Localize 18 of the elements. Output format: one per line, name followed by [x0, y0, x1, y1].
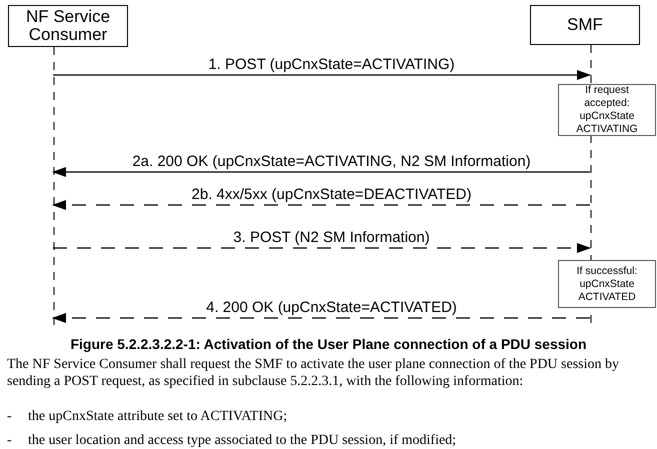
bullet-dash: - — [7, 408, 12, 425]
message-arrow — [52, 313, 590, 323]
bullet-text: the user location and access type associated to the PDU session, if modified; — [28, 432, 456, 449]
body-paragraph: The NF Service Consumer shall request the SMF to activate the user plane connection of the PDU session by sending a POST request, as specified in subclause 5.2.2.3.1, with the following information: — [7, 356, 620, 390]
message-label: 2b. 4xx/5xx (upCnxState=DEACTIVATED) — [190, 187, 472, 203]
message-label: 4. 200 OK (upCnxState=ACTIVATED) — [205, 300, 458, 316]
message-arrow — [52, 167, 590, 177]
bullet-dash: - — [7, 432, 12, 449]
message-arrow — [53, 70, 591, 80]
message-arrow — [52, 200, 590, 210]
message-label: 2a. 200 OK (upCnxState=ACTIVATING, N2 SM Information) — [131, 154, 532, 170]
bullet-text: the upCnxState attribute set to ACTIVATING; — [28, 408, 288, 425]
message-label: 3. POST (N2 SM Information) — [232, 230, 431, 246]
figure-caption: Figure 5.2.2.3.2.2-1: Activation of the User Plane connection of a PDU session — [69, 336, 588, 353]
note-box: If successful: upCnxState ACTIVATED — [558, 260, 656, 308]
note-box: If request accepted: upCnxState ACTIVATING — [558, 84, 656, 136]
message-arrow — [53, 243, 591, 253]
message-label: 1. POST (upCnxState=ACTIVATING) — [207, 57, 456, 73]
